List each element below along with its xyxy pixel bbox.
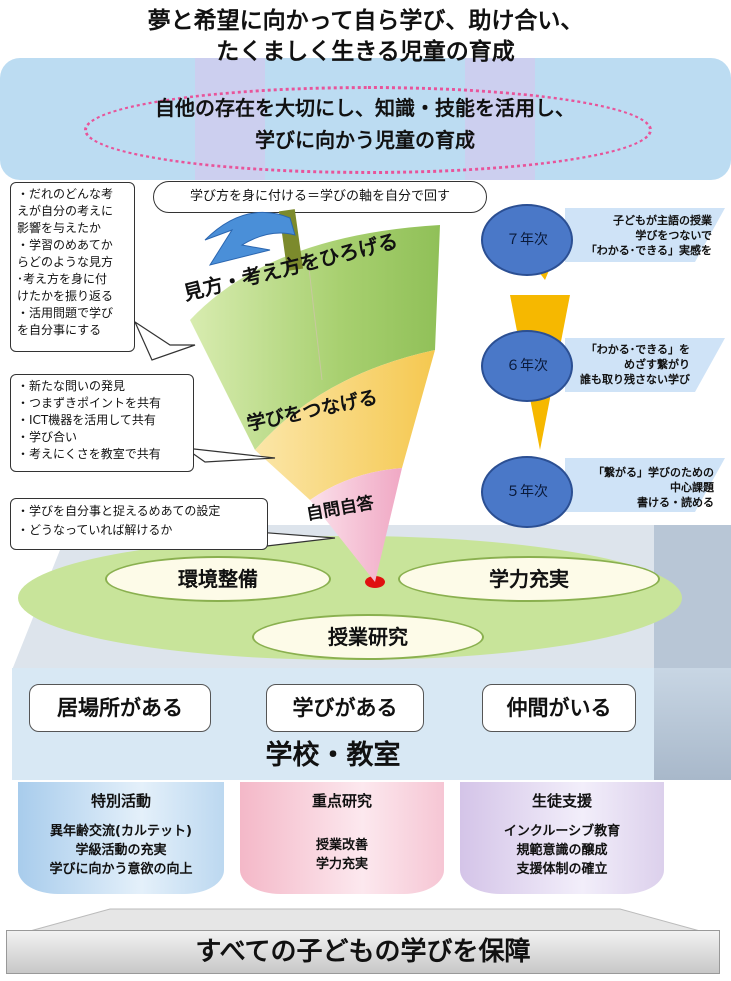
main-goal-line-2: たくましく生きる児童の育成 — [216, 39, 515, 65]
year-note-line: 子どもが主語の授業 — [613, 214, 712, 227]
year-6-circle: ６年次 — [481, 330, 573, 402]
callout-line: ・学び合い — [17, 430, 78, 444]
callout-line: 影響を与えたか — [17, 221, 102, 235]
callout-line: ・つまずきポイントを共有 — [17, 396, 162, 410]
pillar-line: インクルーシブ教育 — [503, 824, 621, 839]
pillar-line: 授業改善 — [315, 838, 368, 853]
platform-environment: 環境整備 — [105, 556, 331, 602]
vision-line-1: 自他の存在を大切にし、知識・技能を活用し、 — [155, 96, 575, 120]
pillar-line: 学びに向かう意欲の向上 — [49, 862, 193, 877]
platform-lesson-research: 授業研究 — [252, 614, 484, 660]
year-note-line: 中心課題 — [670, 481, 714, 494]
pillar-line: 学級活動の充実 — [75, 843, 167, 858]
year-note-band — [565, 208, 725, 262]
cone-bottom-layer — [310, 468, 402, 582]
year-6-note: 「わかる･できる」を めざす繋がり 誰も取り残さない学び — [560, 342, 690, 387]
callout-line: ・学びを自分事と捉えるめあての設定 — [17, 504, 221, 518]
platform-side-face — [654, 525, 731, 670]
school-classroom-title: 学校・教室 — [265, 740, 401, 771]
year-note-band — [565, 338, 725, 392]
callout-line: を自分事にする — [17, 323, 102, 337]
callout-line: ・だれのどんな考 — [17, 187, 114, 201]
year-7-note: 子どもが主語の授業 学びをつないで 「わかる･できる」実感を — [560, 213, 712, 258]
callout-line: ・考えにくさを教室で共有 — [17, 447, 161, 461]
learning-cone — [190, 209, 440, 582]
callout-line: らどのような見方 — [17, 255, 114, 269]
pillar-line: 規範意識の醸成 — [516, 843, 608, 858]
callout-line: ・活用問題で学び — [17, 306, 114, 320]
callout-top: ・だれのどんな考 えが自分の考えに 影響を与えたか ・学習のめあてか らどのよう… — [10, 182, 135, 352]
rotation-arrow-icon — [204, 211, 296, 266]
year-note-line: 「わかる･できる」実感を — [585, 244, 712, 257]
callout-line: ･考え方を身に付 — [17, 272, 108, 286]
pillar-key-research: 重点研究 授業改善 学力充実 — [240, 782, 444, 894]
callout-middle: ・新たな問いの発見 ・つまずきポイントを共有 ・ICT機器を活用して共有 ・学び… — [10, 374, 194, 472]
callout-pointer — [133, 320, 196, 361]
callout-line: えが自分の考えに — [17, 204, 114, 218]
pillar-student-support: 生徒支援 インクルーシブ教育 規範意識の醸成 支援体制の確立 — [460, 782, 664, 894]
year-5-note: 「繋がる」学びのための 中心課題 書ける・読める — [560, 465, 714, 510]
callout-line: ・学習のめあてか — [17, 238, 113, 252]
pillar-special-activities: 特別活動 異年齢交流(カルテット) 学級活動の充実 学びに向かう意欲の向上 — [18, 782, 224, 894]
pillar-line: 異年齢交流(カルテット) — [50, 824, 192, 839]
pillar-title: 生徒支援 — [531, 792, 592, 810]
year-5-circle: ５年次 — [481, 456, 573, 528]
callout-line: ・新たな問いの発見 — [17, 379, 126, 393]
main-goal-line-1: 夢と希望に向かって自ら学び、助け合い、 — [147, 8, 584, 34]
cone-top-layer — [190, 225, 440, 450]
cone-shading-line — [307, 259, 323, 381]
pillar-title: 重点研究 — [311, 792, 372, 810]
pillar-line: 学力充実 — [315, 857, 368, 872]
year-note-band — [565, 458, 725, 512]
year-note-line: 「わかる･できる」を — [585, 343, 690, 356]
platform-academic: 学力充実 — [398, 556, 660, 602]
year-note-line: 「繋がる」学びのための — [593, 466, 714, 479]
foundation-statement: すべての子どもの学びを保障 — [6, 930, 720, 974]
year-note-line: 誰も取り残さない学び — [580, 373, 690, 386]
year-note-line: 学びをつないで — [635, 229, 712, 242]
callout-pointer — [184, 447, 276, 463]
callout-line: けたかを振り返る — [17, 289, 114, 303]
pill-belonging: 居場所がある — [29, 684, 211, 732]
callout-line: ・ICT機器を活用して共有 — [17, 413, 156, 427]
vision-statement: 自他の存在を大切にし、知識・技能を活用し、 学びに向かう児童の育成 — [84, 92, 646, 156]
cone-middle-layer — [255, 350, 435, 500]
pill-learning: 学びがある — [266, 684, 424, 732]
vision-dotted-oval — [84, 86, 652, 174]
year-7-circle: ７年次 — [481, 204, 573, 276]
learning-axis-label: 学び方を身に付ける＝学びの軸を自分で回す — [153, 181, 487, 213]
vision-line-2: 学びに向かう児童の育成 — [255, 128, 475, 152]
callout-bottom: ・学びを自分事と捉えるめあての設定 ・どうなっていれば解けるか — [10, 498, 268, 550]
callout-line: ・どうなっていれば解けるか — [17, 523, 173, 537]
pillar-title: 特別活動 — [90, 792, 151, 810]
pillar-line: 支援体制の確立 — [516, 862, 608, 877]
year-note-line: めざす繋がり — [624, 358, 690, 371]
school-band-side — [654, 668, 731, 780]
year-note-line: 書ける・読める — [637, 496, 714, 509]
pill-peers: 仲間がいる — [482, 684, 636, 732]
